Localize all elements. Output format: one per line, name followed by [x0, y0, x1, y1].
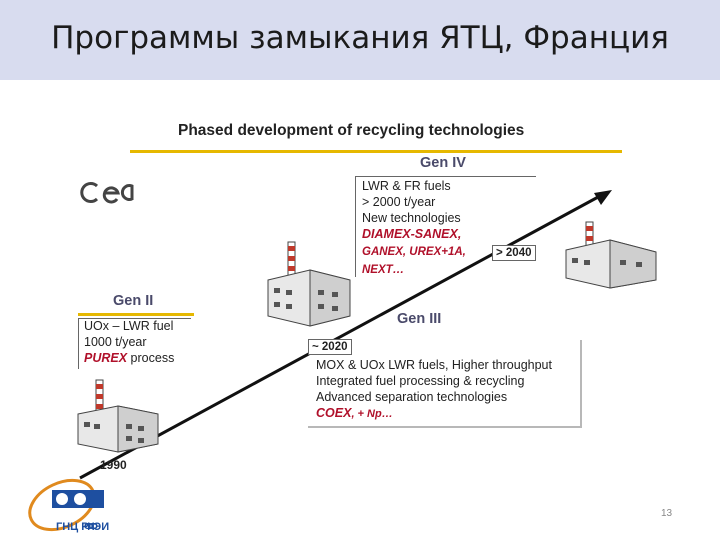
gen4-red-line-1: DIAMEX-SANEX,: [362, 227, 462, 241]
gold-divider: [130, 150, 622, 153]
figure-title: Phased development of recycling technolo…: [178, 122, 525, 139]
gen3-process-name: COEX: [316, 406, 352, 420]
slide-title: Программы замыкания ЯТЦ, Франция: [51, 20, 669, 56]
gen4-year-tag: > 2040: [492, 245, 536, 261]
gen2-line-1: UOx – LWR fuel: [84, 319, 174, 333]
nuclear-plant-icon: [267, 241, 351, 327]
institute-logo: ГНЦ РФ ФЭИ: [28, 478, 109, 533]
cea-logo: [80, 182, 134, 204]
gen2-label: Gen II: [113, 293, 154, 309]
logo-text-fei: ФЭИ: [84, 521, 109, 533]
gen3-line-3: Advanced separation technologies: [316, 390, 508, 404]
gen4-red-line-3: NEXT…: [362, 264, 405, 276]
gen2-box: [78, 318, 191, 369]
gen2-process-name: PUREX: [84, 351, 128, 365]
gen4-label: Gen IV: [420, 155, 466, 171]
gen2-year: 1990: [100, 458, 127, 472]
gen4-box: [355, 176, 536, 277]
gen3-line-4: COEX, + Np…: [316, 406, 393, 423]
gen2-line-2: 1000 t/year: [84, 335, 147, 349]
gen4-line-3: New technologies: [362, 211, 461, 225]
gen3-year-tag: ~ 2020: [308, 339, 352, 355]
gen3-process-suffix: , + Np…: [351, 408, 393, 420]
timeline-arrow: [79, 190, 612, 480]
gen4-red-line-2: GANEX, UREX+1A,: [362, 246, 466, 258]
gen2-line-3: PUREX process: [84, 351, 174, 367]
gen4-line-2: > 2000 t/year: [362, 195, 436, 209]
gen3-line-2: Integrated fuel processing & recycling: [316, 374, 525, 388]
nuclear-plant-icon: [565, 221, 657, 289]
gen3-line-1: MOX & UOx LWR fuels, Higher throughput: [316, 358, 552, 372]
gen4-line-1: LWR & FR fuels: [362, 179, 451, 193]
gen2-process-suffix: process: [127, 351, 175, 365]
gen2-gold-line: [78, 313, 194, 316]
logo-text-gnpro: ГНЦ РФ: [56, 521, 98, 533]
page-number: 13: [661, 508, 673, 519]
gen3-box-shadow: [308, 340, 582, 428]
nuclear-plant-icon: [77, 379, 159, 453]
gen3-label: Gen III: [397, 311, 442, 327]
title-bar: Программы замыкания ЯТЦ, Франция: [0, 0, 720, 80]
